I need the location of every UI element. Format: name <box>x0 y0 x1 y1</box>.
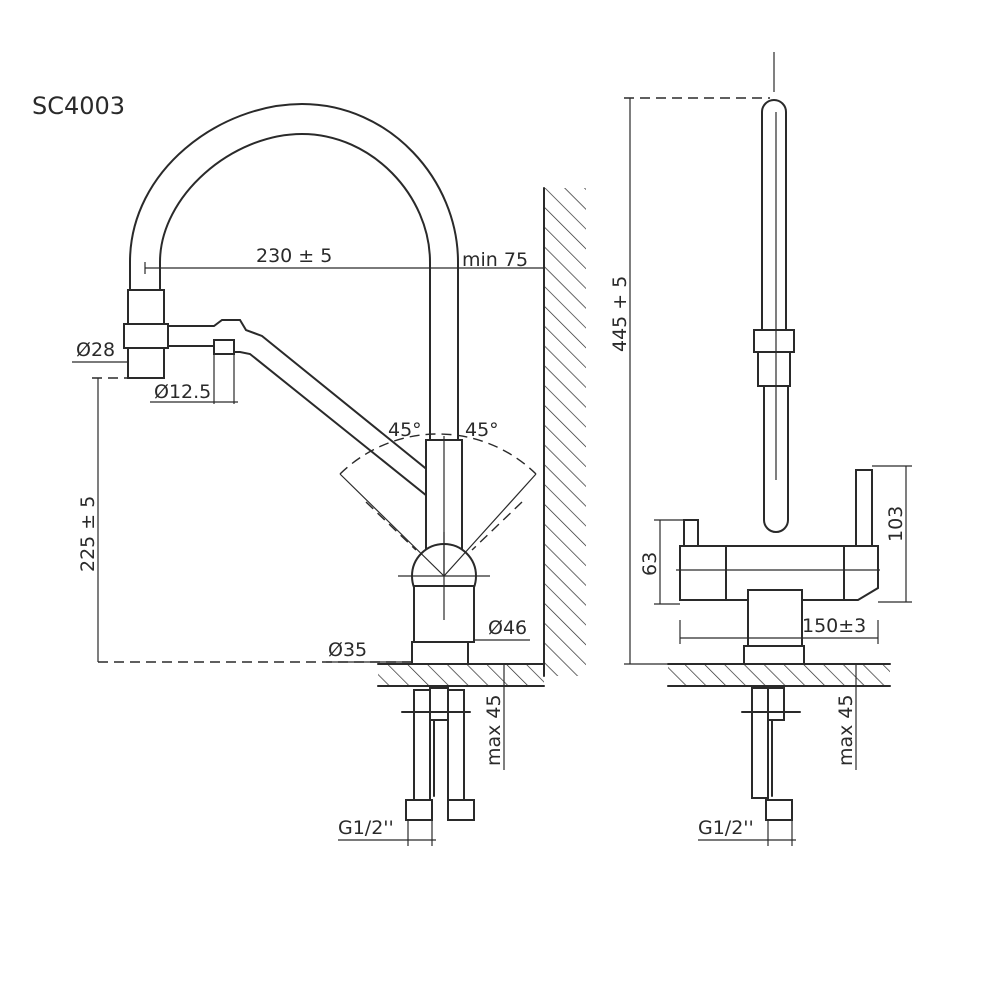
spout-arch <box>129 103 459 451</box>
dim-total-height-label: 445 + 5 <box>609 276 631 352</box>
dim-body-width: 150±3 <box>679 615 879 644</box>
angle-right-label: 45° <box>465 419 499 441</box>
dim-body-diameter-label: Ø46 <box>488 617 527 639</box>
dim-spout-diameter: Ø28 <box>72 339 128 363</box>
model-title: SC4003 <box>32 92 125 120</box>
dim-spout-diameter-label: Ø28 <box>76 339 115 361</box>
countertop <box>377 663 545 687</box>
side-dim-connection-label: G1/2'' <box>698 817 754 839</box>
dim-lever-height: 103 <box>872 465 912 603</box>
dim-lever-height-label: 103 <box>885 506 907 542</box>
dim-body-height: 63 <box>639 519 684 605</box>
side-dim-connection: G1/2'' <box>698 817 796 846</box>
pull-out-arm <box>167 319 442 502</box>
dim-reach: 230 ± 5 min 75 <box>144 245 544 274</box>
dim-counter-thickness: max 45 <box>483 664 510 770</box>
side-dim-counter-thickness: max 45 <box>835 664 862 770</box>
dim-base-diameter: Ø35 <box>326 639 412 663</box>
dim-body-diameter: Ø46 <box>474 617 530 641</box>
dim-height-label: 225 ± 5 <box>77 496 99 572</box>
dim-total-height: 445 + 5 <box>609 97 770 665</box>
spout-head <box>123 289 169 379</box>
side-dim-counter-thickness-label: max 45 <box>835 694 857 766</box>
dim-counter-thickness-label: max 45 <box>483 694 505 766</box>
dim-body-height-label: 63 <box>639 552 661 576</box>
angle-left-label: 45° <box>388 419 422 441</box>
side-view: 445 + 5 103 63 150±3 max 45 <box>609 52 912 846</box>
side-countertop <box>667 663 891 687</box>
wall <box>543 187 586 677</box>
dim-hose-diameter: Ø12.5 <box>150 354 238 404</box>
side-body <box>676 469 880 665</box>
dim-hose-diameter-label: Ø12.5 <box>154 381 211 403</box>
side-supply-hoses <box>741 687 801 821</box>
supply-hoses <box>401 687 475 821</box>
side-spout <box>753 99 795 533</box>
dim-connection: G1/2'' <box>338 817 436 846</box>
dim-connection-label: G1/2'' <box>338 817 394 839</box>
dim-reach-label: 230 ± 5 <box>256 245 332 267</box>
dim-body-width-label: 150±3 <box>802 615 866 637</box>
front-view: 45° 45° 230 ± 5 min 75 Ø28 <box>72 103 586 846</box>
dim-base-diameter-label: Ø35 <box>328 639 367 661</box>
lever-range: 45° 45° <box>339 419 537 577</box>
dim-wall-clearance-label: min 75 <box>462 249 528 271</box>
